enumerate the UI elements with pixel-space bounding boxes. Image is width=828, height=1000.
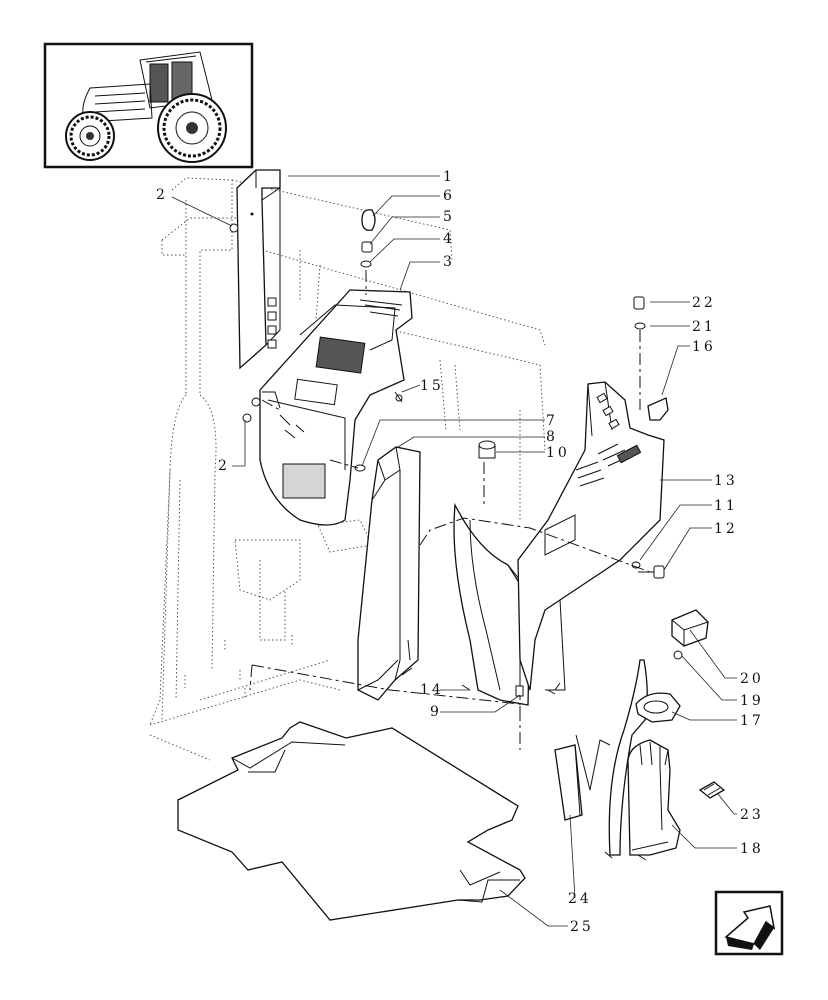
callout-23: 23 (740, 807, 764, 823)
part-17-holder (635, 692, 681, 723)
callout-labels: 1 2 6 5 4 3 22 21 16 15 7 8 10 2 13 11 1… (156, 169, 764, 935)
part-13-right-console (517, 381, 665, 695)
callout-11: 11 (714, 498, 738, 514)
assembly-guide-lines (249, 270, 651, 750)
cab-frame-outline (149, 177, 546, 761)
tractor-thumbnail (43, 42, 254, 169)
callout-4: 4 (443, 231, 455, 247)
part-5-screw (361, 241, 373, 253)
leader-lines (171, 175, 737, 927)
callout-8: 8 (546, 429, 558, 445)
part-8-post-cover (357, 446, 421, 701)
callout-15: 15 (420, 378, 444, 394)
callout-6: 6 (443, 188, 455, 204)
callout-1: 1 (443, 169, 455, 185)
callout-13: 13 (714, 473, 738, 489)
part-23-rocker-switch (698, 781, 726, 799)
callout-25: 25 (570, 919, 594, 935)
part-3-console-panel (251, 289, 413, 526)
callout-22: 22 (692, 295, 716, 311)
part-24-plate (554, 734, 611, 821)
part-6-cap (361, 209, 376, 231)
part-21-washer (634, 322, 646, 330)
part-7-clip (354, 464, 366, 472)
part-15-screw (394, 391, 403, 403)
callout-21: 21 (692, 319, 716, 335)
callout-2-upper: 2 (156, 187, 168, 203)
callout-14: 14 (420, 682, 444, 698)
part-4-washer (360, 260, 372, 268)
part-12-bolt (638, 565, 665, 579)
callout-20: 20 (740, 671, 764, 687)
callout-7: 7 (546, 413, 558, 429)
part-16-block (647, 397, 669, 421)
callout-5: 5 (443, 209, 455, 225)
callout-16: 16 (692, 339, 716, 355)
callout-24: 24 (568, 891, 592, 907)
callout-12: 12 (714, 521, 738, 537)
callout-10: 10 (546, 445, 570, 461)
part-9-clip (515, 685, 524, 697)
part-2-screw-lower (242, 413, 252, 423)
part-10-plug (478, 440, 496, 459)
part-25-floor-mat (177, 721, 526, 921)
callout-9: 9 (430, 704, 442, 720)
part-19-screw (673, 650, 683, 660)
part-18-lower-cowl (604, 659, 681, 861)
part-20-switch (671, 609, 709, 647)
part-1-pillar-channel (236, 169, 281, 370)
callout-17: 17 (740, 713, 764, 729)
callout-19: 19 (740, 693, 764, 709)
callout-3: 3 (443, 254, 455, 270)
part-22-bolt (633, 296, 645, 310)
callout-2-lower: 2 (218, 458, 230, 474)
back-arrow-icon[interactable] (714, 890, 784, 956)
callout-18: 18 (740, 841, 764, 857)
